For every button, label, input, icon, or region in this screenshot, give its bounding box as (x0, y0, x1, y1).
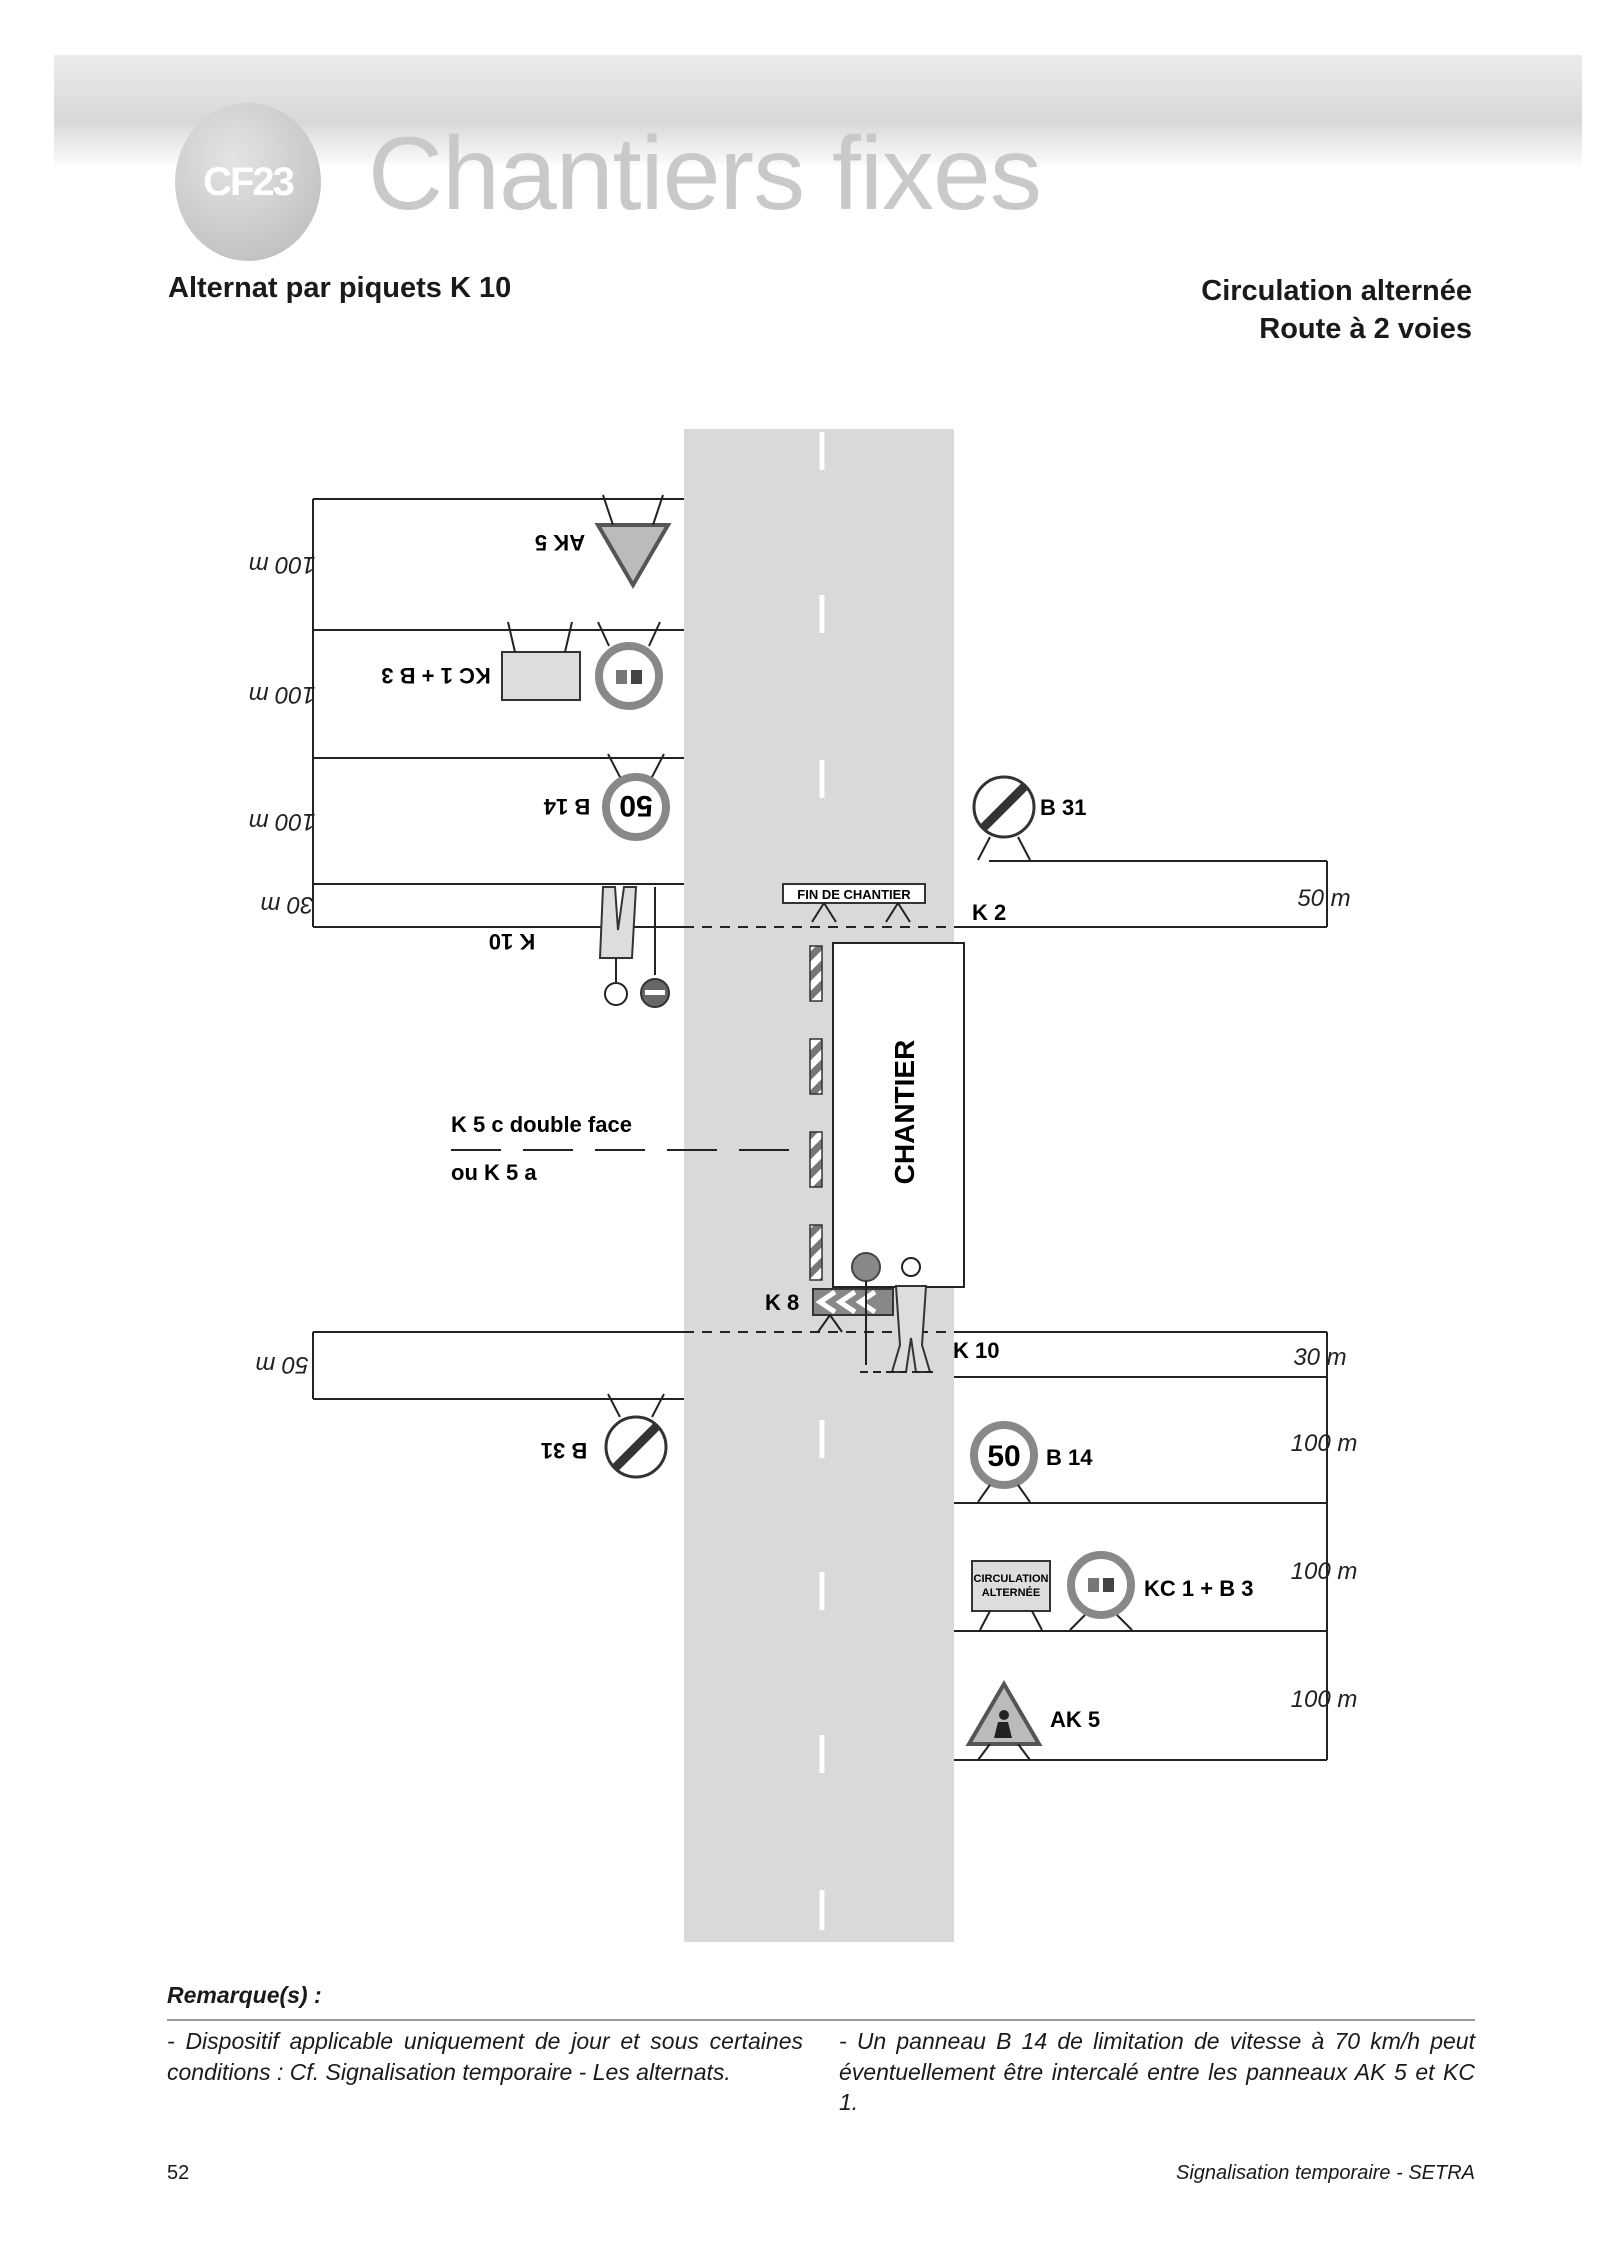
b14-sign-right: 50 (970, 1421, 1038, 1503)
footer-source: Signalisation temporaire - SETRA (1175, 2162, 1475, 2184)
k2-label: K 2 (972, 900, 1006, 925)
scheme-title: Alternat par piquets K 10 (168, 272, 512, 304)
cone-icon (809, 1038, 823, 1095)
dim-label: 50 m (1297, 885, 1350, 912)
k2-panel-text: FIN DE CHANTIER (797, 887, 911, 902)
b31-sign-left (604, 1393, 668, 1479)
kc1-b3-label-right: KC 1 + B 3 (1144, 1576, 1253, 1601)
work-zone-label: CHANTIER (889, 1040, 920, 1185)
b31-label-left: B 31 (541, 1438, 587, 1463)
cone-icon (809, 945, 823, 1002)
flagger-person-icon (598, 886, 638, 959)
k10-flagger-left (598, 886, 670, 1008)
traffic-type: Circulation alternée (1201, 275, 1472, 307)
ak5-label-right: AK 5 (1050, 1707, 1100, 1732)
no-overtaking-icon (1067, 1551, 1135, 1619)
remarks-divider (167, 2019, 1475, 2021)
dim-label: 100 m (249, 551, 316, 578)
kc1-b3-label-left: KC 1 + B 3 (381, 663, 490, 688)
chapter-badge: CF23 (175, 103, 321, 261)
remarks-heading: Remarque(s) : (167, 1982, 322, 2008)
dim-label: 100 m (249, 808, 316, 835)
dim-label: 100 m (249, 681, 316, 708)
road-type: Route à 2 voies (1259, 313, 1472, 345)
cone-icon (809, 1224, 823, 1281)
b14-label-left: B 14 (543, 794, 590, 819)
remark-left: - Dispositif applicable uniquement de jo… (167, 2028, 803, 2085)
stop-paddle-icon (851, 1252, 881, 1282)
svg-text:ALTERNÉE: ALTERNÉE (982, 1586, 1040, 1599)
b31-sign-right (972, 775, 1036, 861)
dim-label: 50 m (255, 1351, 308, 1378)
page-title: Chantiers fixes (368, 116, 1042, 232)
circulation-panel (501, 651, 581, 701)
circulation-panel (971, 1560, 1051, 1612)
k10-label-left: K 10 (489, 929, 535, 954)
ak5-label-left: AK 5 (535, 530, 585, 555)
dim-label: 100 m (1291, 1430, 1358, 1457)
dim-label: 30 m (260, 891, 313, 918)
b31-label-right: B 31 (1040, 795, 1086, 820)
page-number: 52 (167, 2162, 190, 2184)
b14-sign-left: 50 (602, 753, 670, 841)
k5-cones (809, 945, 823, 1281)
svg-text:50: 50 (619, 789, 652, 822)
speed-limit-icon (970, 1421, 1038, 1489)
right-dimension-lines (954, 860, 1328, 1761)
k5-label-alt: ou K 5 a (451, 1160, 537, 1185)
k5-label: K 5 c double face (451, 1112, 632, 1137)
ak5-sign-left (594, 494, 672, 589)
flagger-person-icon (890, 1285, 932, 1373)
svg-text:CIRCULATION: CIRCULATION (974, 1573, 1049, 1585)
speed-limit-icon (602, 773, 670, 841)
dim-label: 100 m (1291, 1686, 1358, 1713)
no-overtaking-icon (595, 642, 663, 710)
warning-triangle-icon (594, 523, 672, 589)
ak5-sign-right (965, 1680, 1043, 1761)
left-dimension-lines (312, 498, 954, 1400)
right-dim-labels: 50 m 30 m 100 m 100 m 100 m (1291, 885, 1358, 1713)
dim-label: 100 m (1291, 1558, 1358, 1585)
k10-label-right: K 10 (953, 1338, 999, 1363)
left-dim-labels: 100 m 100 m 100 m 30 m 50 m (249, 551, 316, 1378)
k8-label: K 8 (765, 1290, 799, 1315)
kc1-b3-signs-left (501, 621, 663, 710)
remark-right: - Un panneau B 14 de limitation de vites… (839, 2028, 1475, 2115)
svg-text:50: 50 (987, 1440, 1020, 1473)
kc1-b3-signs-right: CIRCULATION ALTERNÉE (971, 1551, 1135, 1631)
k2-panel (782, 883, 926, 904)
k10-flagger-right (851, 1252, 935, 1373)
cone-icon (809, 1131, 823, 1188)
b14-label-right: B 14 (1046, 1445, 1093, 1470)
work-zone (832, 942, 965, 1288)
dim-label: 30 m (1293, 1344, 1346, 1371)
